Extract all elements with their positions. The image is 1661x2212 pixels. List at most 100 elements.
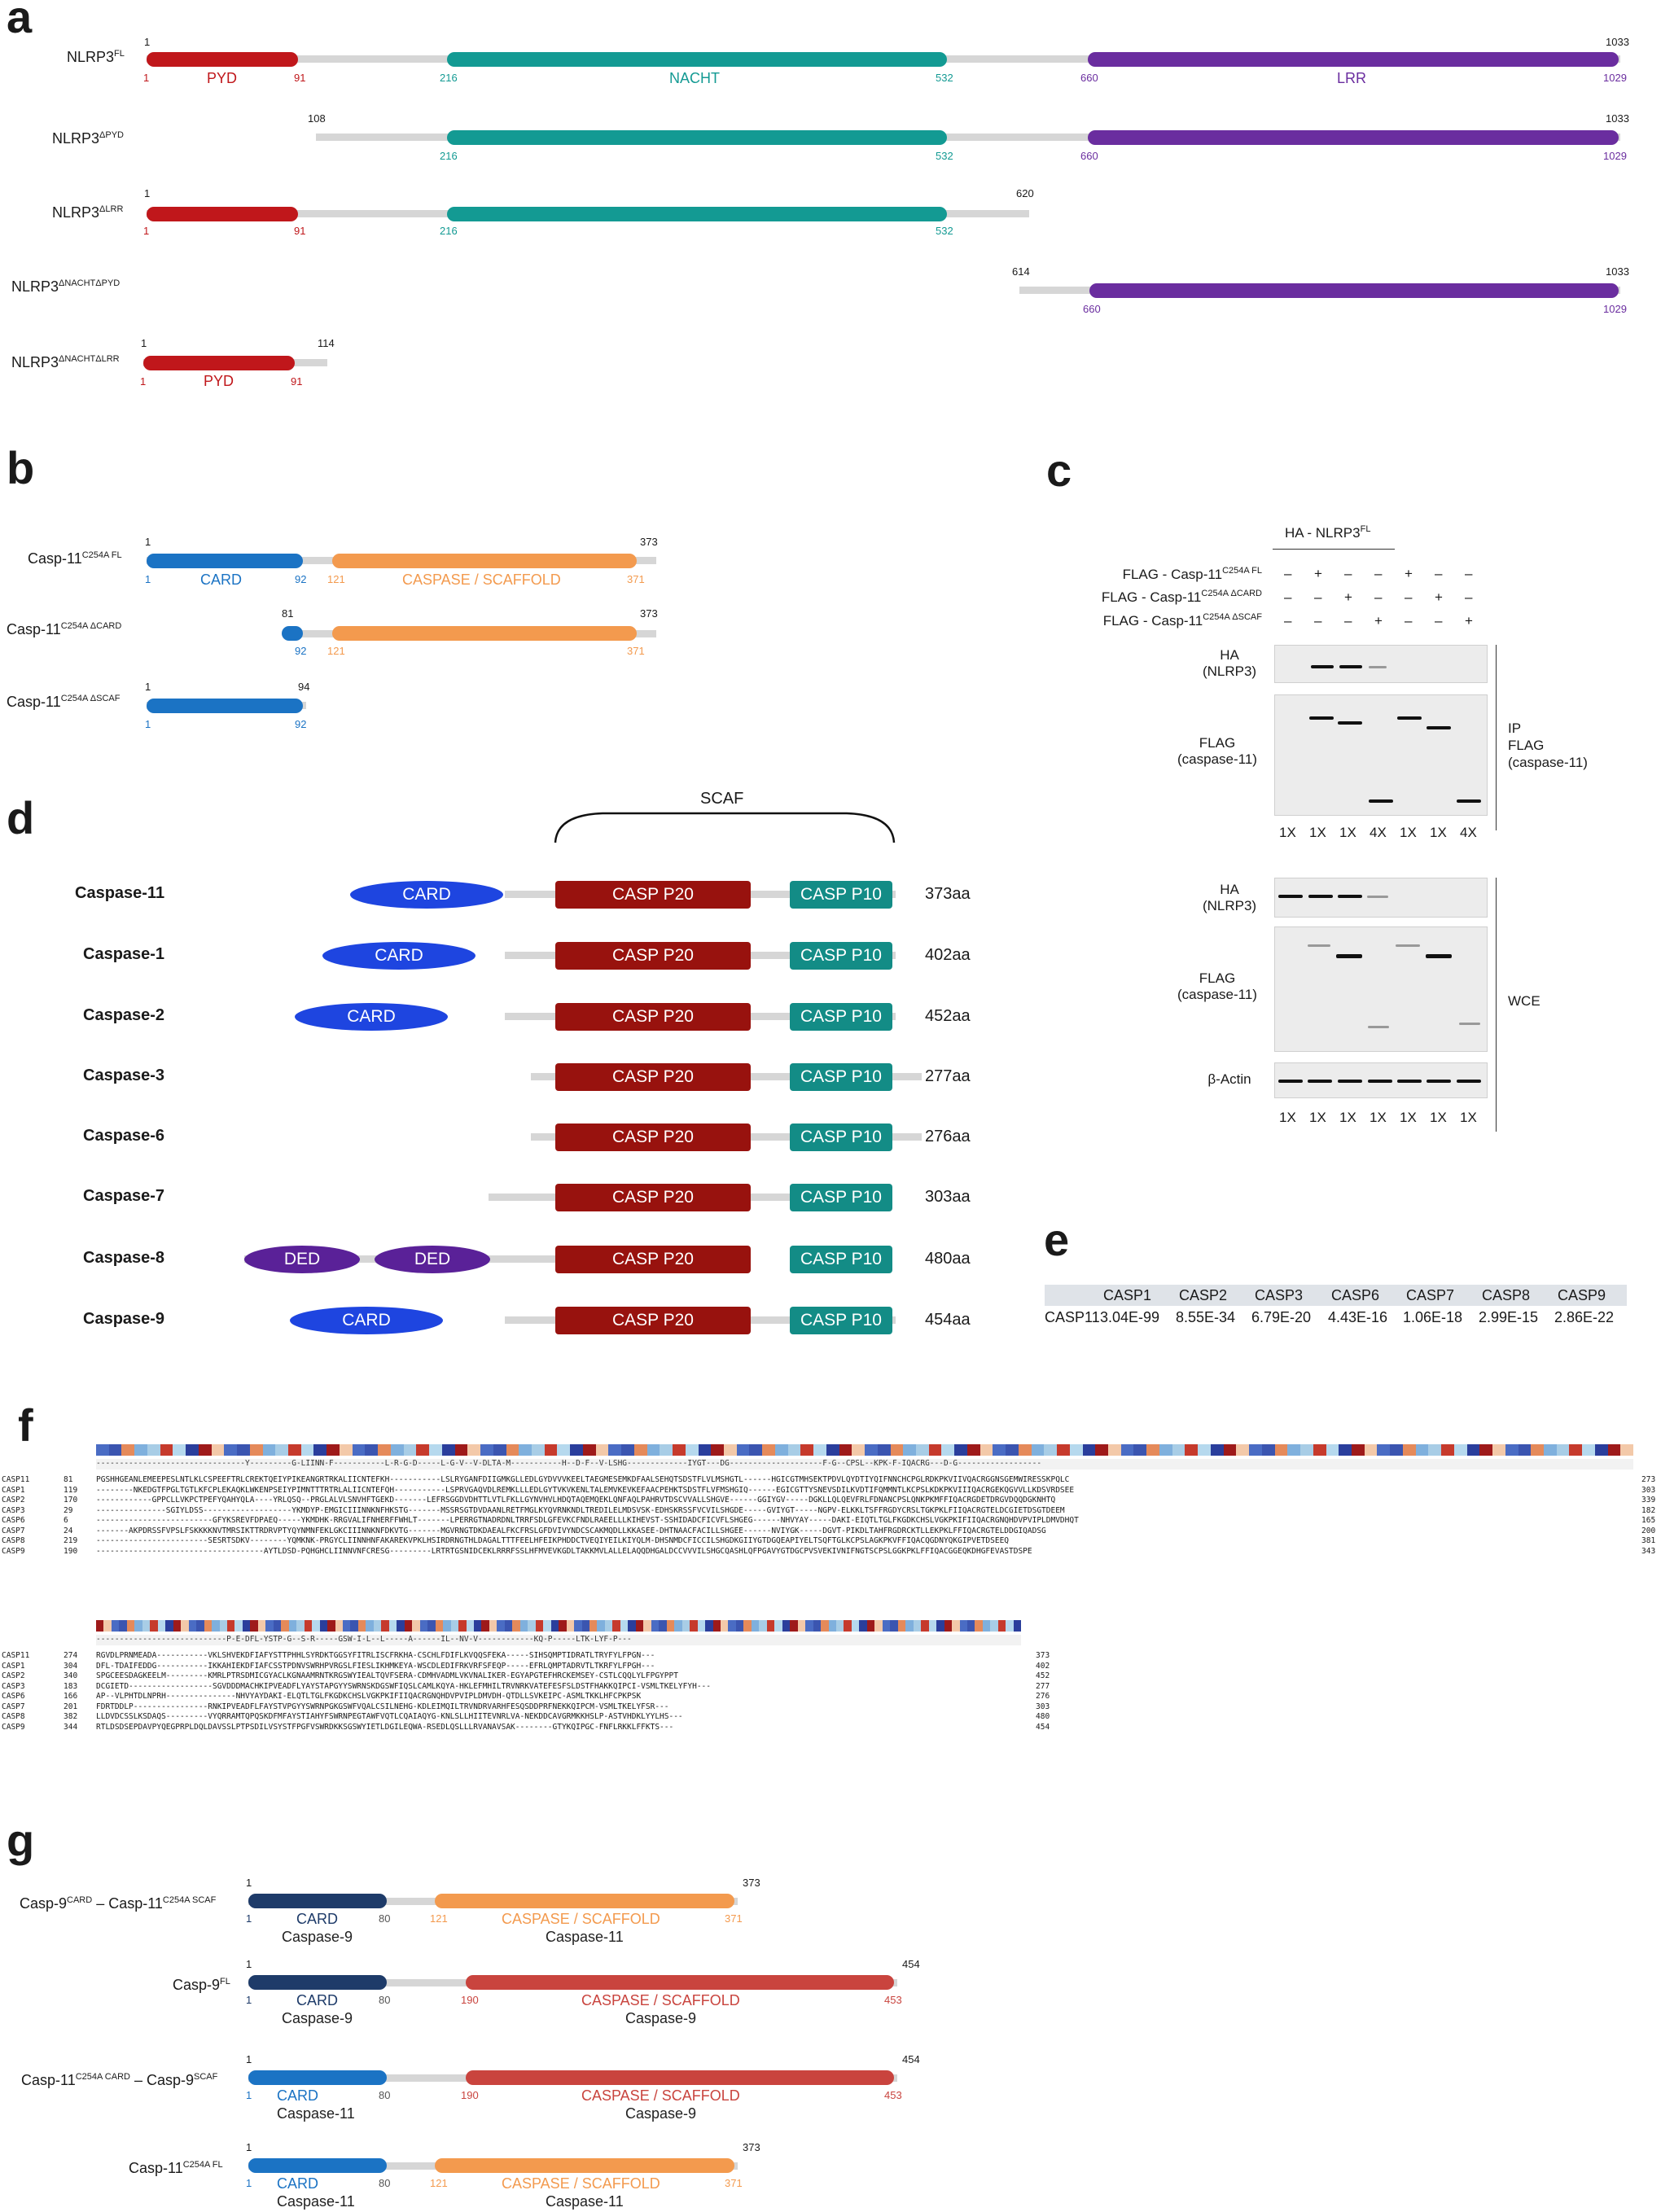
sequence-name: CASP8 — [2, 1536, 25, 1545]
protein-length: 303aa — [925, 1188, 971, 1206]
position-mark: 216 — [440, 150, 458, 162]
table-header: CASP3 — [1255, 1287, 1304, 1303]
position-mark: 121 — [327, 645, 345, 657]
card-domain — [248, 2070, 387, 2085]
sequence-line: RGVDLPRNMEADA-----------VKLSHVEKDFIAFYST… — [96, 1651, 655, 1660]
plus-minus-sign: + — [1344, 589, 1352, 605]
position-mark: 1 — [143, 72, 150, 84]
domain-label: CASPASE / SCAFFOLD — [502, 1911, 660, 1927]
blot-band — [1427, 1080, 1451, 1083]
scaf-bracket — [554, 812, 896, 843]
card-domain-fragment — [282, 626, 303, 641]
card-domain — [248, 1894, 387, 1908]
sequence-line: DCGIETD------------------SGVDDDMACHKIPVE… — [96, 1681, 711, 1691]
start-number: 1 — [246, 2053, 252, 2065]
protein-length: 452aa — [925, 1007, 971, 1025]
sequence-end: 273 — [1641, 1475, 1656, 1484]
sequence-end: 277 — [1036, 1681, 1050, 1691]
plus-minus-sign: – — [1344, 566, 1352, 581]
plus-minus-sign: – — [1465, 566, 1473, 581]
sequence-name: CASP3 — [2, 1505, 25, 1515]
table-cell: 4.43E-16 — [1328, 1309, 1388, 1325]
sequence-start: 344 — [64, 1722, 78, 1732]
sequence-start: 170 — [64, 1496, 78, 1505]
sequence-start: 274 — [64, 1651, 78, 1660]
blot-label: HA(NLRP3) — [1202, 647, 1257, 679]
domain-sublabel: Caspase-11 — [546, 1929, 624, 1945]
plus-minus-sign: + — [1465, 613, 1473, 629]
position-mark: 1 — [246, 2177, 252, 2189]
condition-label: FLAG - Casp-11C254A ΔCARD — [1101, 589, 1262, 605]
caspase-scaffold-domain — [332, 626, 637, 641]
sequence-start: 166 — [64, 1692, 78, 1701]
pyd-domain — [143, 356, 295, 370]
plus-minus-sign: + — [1405, 566, 1413, 581]
table-cell: 1.06E-18 — [1403, 1309, 1463, 1325]
blot-label: β-Actin — [1207, 1071, 1251, 1087]
card-domain: CARD — [350, 881, 503, 909]
sequence-end: 402 — [1036, 1661, 1050, 1671]
sequence-end: 373 — [1036, 1651, 1050, 1660]
blot-band — [1308, 895, 1333, 898]
domain-label: NACHT — [669, 70, 720, 86]
sequence-name: CASP2 — [2, 1671, 25, 1680]
consensus-line: ----------------------------P-E-DFL-YSTP… — [96, 1635, 1021, 1645]
exposure-label: 1X — [1400, 1110, 1417, 1125]
end-number: 454 — [902, 1958, 920, 1970]
domain-label: CASPASE / SCAFFOLD — [402, 572, 561, 588]
table-header: CASP6 — [1331, 1287, 1380, 1303]
sequence-end: 165 — [1641, 1516, 1656, 1525]
start-number: 614 — [1012, 265, 1030, 278]
protein-track — [316, 134, 1620, 141]
casp-p10-domain: CASP P10 — [790, 1003, 892, 1031]
caspase-scaffold-domain — [435, 2158, 734, 2173]
construct-label: Casp-9CARD – Casp-11C254A SCAF — [20, 1895, 217, 1912]
ded-domain: DED — [375, 1246, 490, 1273]
domain-label: CARD — [200, 572, 243, 588]
casp-p10-domain: CASP P10 — [790, 1307, 892, 1334]
sequence-line: ---------------SGIYLDSS-----------------… — [96, 1505, 1065, 1515]
position-mark: 80 — [379, 2089, 391, 2101]
sequence-start: 201 — [64, 1702, 78, 1711]
sequence-line: -------AKPDRSSFVPSLFSKKKKNVTMRSIKTTRDRVP… — [96, 1526, 1046, 1535]
exposure-label: 1X — [1370, 1110, 1387, 1125]
sequence-line: PGSHHGEANLEMEEPESLNTLKLCSPEEFTRLCREKTQEI… — [96, 1475, 1070, 1484]
exposure-label: 4X — [1460, 825, 1477, 840]
sequence-end: 452 — [1036, 1671, 1050, 1680]
sequence-end: 454 — [1036, 1722, 1050, 1732]
panel-label-c: c — [1046, 445, 1072, 496]
plus-minus-sign: – — [1405, 613, 1413, 629]
protein-length: 373aa — [925, 885, 971, 903]
position-mark: 371 — [627, 573, 645, 585]
sequence-start: 304 — [64, 1661, 78, 1671]
exposure-label: 1X — [1309, 1110, 1326, 1125]
position-mark: 121 — [327, 573, 345, 585]
domain-sublabel: Caspase-9 — [625, 2010, 697, 2026]
casp-p20-domain: CASP P20 — [555, 1063, 751, 1091]
sequence-line: DFL-TDAIFEDDG-----------IKKAHIEKDFIAFCSS… — [96, 1661, 655, 1671]
panel-label-b: b — [7, 442, 35, 493]
blot-band — [1368, 1026, 1389, 1028]
domain-label: CARD — [296, 1992, 339, 2008]
caspase-name: Caspase-3 — [83, 1067, 165, 1084]
construct-label: NLRP3ΔNACHTΔLRR — [11, 354, 120, 370]
casp-p20-domain: CASP P20 — [555, 1003, 751, 1031]
sequence-name: CASP11 — [2, 1651, 30, 1660]
domain-sublabel: Caspase-11 — [546, 2193, 624, 2210]
sequence-name: CASP1 — [2, 1661, 25, 1671]
end-number: 1033 — [1606, 112, 1629, 125]
blot-band — [1278, 1080, 1303, 1083]
position-mark: 121 — [430, 2177, 448, 2189]
casp-p10-domain: CASP P10 — [790, 1124, 892, 1151]
plus-minus-sign: – — [1284, 589, 1292, 605]
ip-bracket — [1496, 645, 1497, 830]
end-number: 1033 — [1606, 36, 1629, 48]
caspase-name: Caspase-2 — [83, 1006, 165, 1024]
header-underline — [1273, 549, 1395, 550]
blot-band — [1338, 1080, 1362, 1083]
protein-length: 277aa — [925, 1067, 971, 1085]
domain-sublabel: Caspase-9 — [625, 2105, 697, 2122]
casp-p20-domain: CASP P20 — [555, 942, 751, 970]
conservation-heatmap — [96, 1620, 1022, 1632]
sequence-start: 340 — [64, 1671, 78, 1680]
